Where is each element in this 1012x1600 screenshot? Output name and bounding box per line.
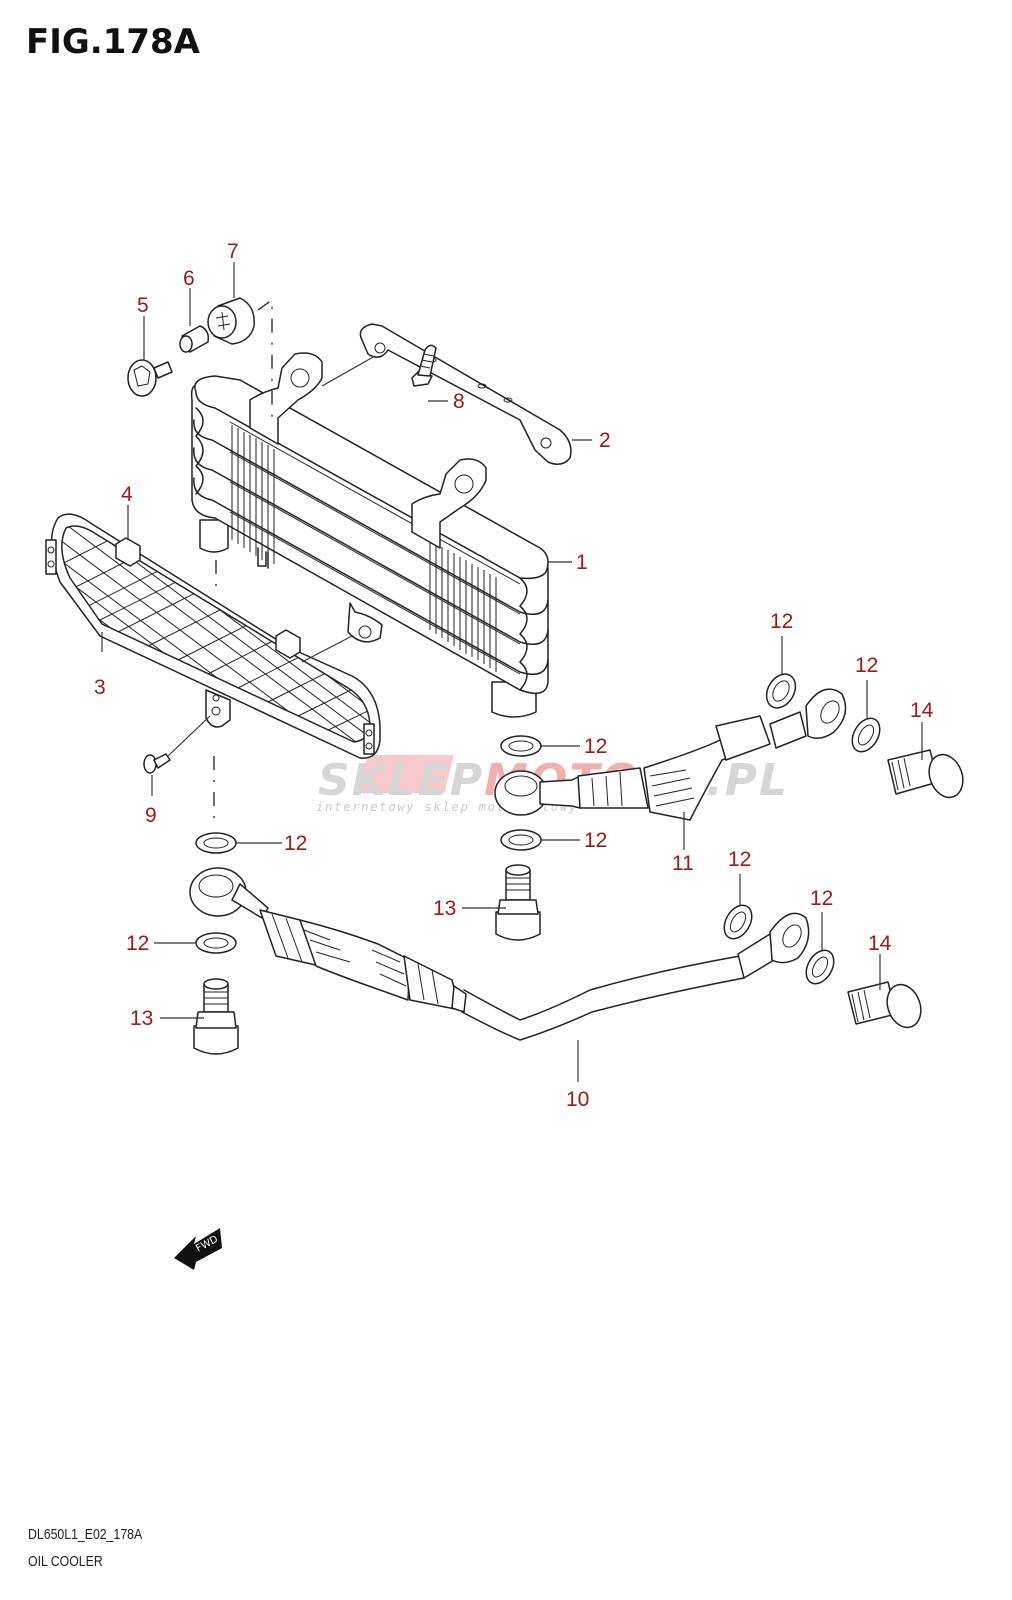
callout-12: 12 [284,832,307,855]
part-12-gasket[interactable] [500,735,542,757]
figure-title: FIG.178A [26,22,200,62]
leader-lines [101,262,923,1082]
watermark-badge [358,755,454,793]
callout-14: 14 [910,699,934,722]
callout-11: 11 [672,852,694,875]
watermark-text-sklep: SKLEP [318,755,484,806]
callout-2: 2 [599,429,611,452]
part-1-oil-cooler[interactable] [190,352,549,718]
callout-13: 13 [433,897,456,920]
part-2-bracket[interactable] [359,323,572,465]
callout-4: 4 [121,483,133,506]
part-4-cushion[interactable] [115,537,301,659]
callout-12: 12 [126,932,149,955]
assembly-line [301,635,353,663]
assembly-line [257,298,273,420]
part-13-union-bolt[interactable] [193,978,239,1055]
callouts: 1 2 3 4 5 6 7 8 9 10 11 12 12 12 12 12 1… [94,240,934,1111]
callout-12: 12 [810,887,833,910]
callout-12: 12 [855,654,878,677]
part-9-screw[interactable] [143,753,171,774]
assembly-line [167,715,211,757]
callout-10: 10 [566,1088,589,1111]
callout-13: 13 [130,1007,153,1030]
part-11-oil-hose[interactable] [494,688,847,821]
callout-5: 5 [137,294,149,317]
callout-9: 9 [145,804,157,827]
model-code: DL650L1_E02_178A [28,1526,143,1543]
fwd-direction-arrow: FWD [174,1228,222,1270]
part-10-oil-hose[interactable] [189,867,810,1041]
part-12-gasket[interactable] [801,945,840,988]
callout-8: 8 [453,390,465,413]
part-5-bolt[interactable] [127,359,173,397]
assembly-line [321,355,376,387]
part-12-gasket[interactable] [761,669,802,713]
part-14-union-bolt[interactable] [847,980,927,1032]
callout-12: 12 [584,735,607,758]
callout-6: 6 [183,267,195,290]
callout-7: 7 [227,240,239,263]
part-6-collar[interactable] [179,325,210,353]
callout-12: 12 [584,829,607,852]
part-7-grommet[interactable] [207,297,255,345]
part-13-union-bolt[interactable] [495,864,541,941]
part-12-gasket[interactable] [847,713,886,756]
callout-14: 14 [868,932,892,955]
callout-3: 3 [94,676,106,699]
callout-12: 12 [728,848,751,871]
part-12-gasket[interactable] [719,900,758,943]
callout-12: 12 [770,610,793,633]
section-name: OIL COOLER [28,1553,103,1570]
part-12-gasket[interactable] [500,829,542,851]
part-12-gasket[interactable] [195,932,237,954]
part-12-gasket[interactable] [195,832,237,854]
callout-1: 1 [576,551,588,574]
part-8-bolt[interactable] [411,344,437,387]
part-14-union-bolt[interactable] [887,749,969,802]
